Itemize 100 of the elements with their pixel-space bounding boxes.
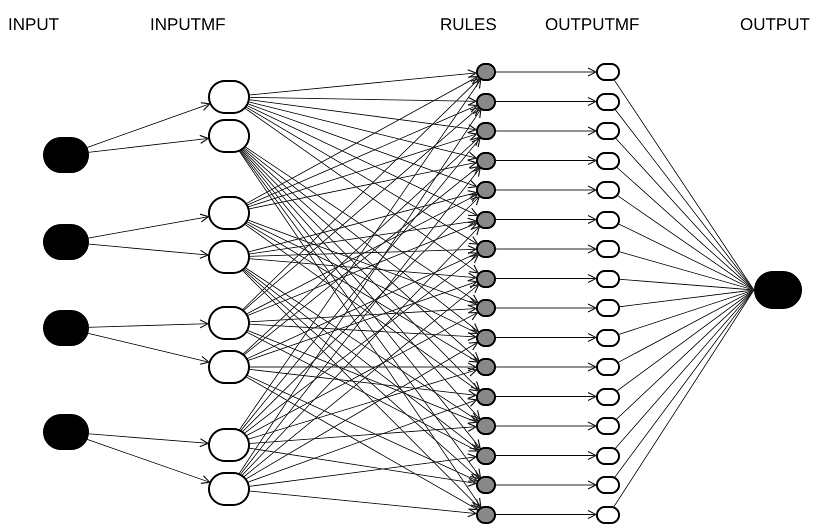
arrow — [249, 422, 477, 444]
output-membership-node — [596, 181, 620, 199]
arrow — [246, 194, 478, 314]
arrow — [248, 102, 477, 161]
arrow — [247, 330, 478, 424]
column-header: OUTPUTMF — [545, 14, 640, 36]
arrow — [246, 312, 478, 436]
column-header: INPUTMF — [150, 14, 226, 36]
arrow — [248, 132, 478, 208]
arrow — [238, 79, 482, 431]
output-membership-node — [596, 358, 620, 376]
output-membership-node — [596, 240, 620, 258]
membership-node — [208, 80, 250, 114]
arrow — [246, 374, 478, 482]
arrow — [246, 376, 478, 510]
arrow — [496, 510, 597, 520]
arrow — [496, 392, 597, 402]
arrow — [246, 106, 478, 245]
output-membership-node — [596, 122, 620, 140]
output-membership-node — [596, 299, 620, 317]
arrow — [246, 252, 478, 360]
arrow — [88, 244, 209, 259]
arrow — [496, 156, 597, 166]
arrow — [496, 450, 597, 460]
membership-node — [208, 240, 250, 274]
column-header: INPUT — [8, 14, 59, 36]
input-node — [43, 414, 89, 450]
arrow — [248, 190, 477, 252]
membership-node — [208, 350, 250, 384]
arrow — [496, 244, 597, 254]
connector-line — [618, 290, 754, 335]
connector-line — [618, 251, 754, 290]
arrow — [244, 108, 479, 274]
arrow — [250, 96, 477, 106]
membership-node — [208, 119, 250, 153]
connector-line — [617, 195, 754, 290]
arrow — [88, 214, 210, 238]
membership-node — [208, 196, 250, 230]
arrow — [246, 332, 478, 452]
arrow — [249, 490, 477, 518]
output-membership-node — [596, 63, 620, 81]
arrow — [249, 99, 477, 134]
arrow — [496, 96, 597, 106]
arrow — [245, 222, 478, 363]
column-header: RULES — [440, 14, 497, 36]
arrow — [88, 134, 209, 153]
output-membership-node — [596, 270, 620, 288]
arrow — [496, 274, 597, 284]
input-node — [43, 310, 89, 346]
connector-line — [616, 290, 754, 392]
membership-node — [208, 306, 250, 340]
output-membership-node — [596, 506, 620, 524]
output-membership-node — [596, 92, 620, 110]
arrow — [88, 332, 210, 365]
arrow — [248, 160, 477, 210]
connector-line — [618, 223, 754, 290]
arrow — [250, 362, 477, 372]
output-membership-node — [596, 152, 620, 170]
arrow — [496, 332, 597, 342]
arrow — [246, 342, 478, 480]
arrow — [88, 433, 209, 448]
connector-line — [619, 290, 754, 308]
column-header: OUTPUT — [740, 14, 810, 36]
arrow — [249, 218, 477, 254]
arrow — [249, 258, 477, 282]
arrow — [496, 303, 597, 313]
output-membership-node — [596, 476, 620, 494]
arrow — [496, 185, 597, 195]
arrow — [250, 324, 477, 342]
arrow — [242, 196, 480, 432]
output-membership-node — [596, 417, 620, 435]
output-node — [754, 271, 802, 309]
arrow — [496, 67, 597, 77]
arrow — [244, 224, 479, 392]
membership-node — [208, 472, 250, 506]
arrow — [496, 421, 597, 431]
arrow — [246, 76, 478, 204]
arrow — [496, 126, 597, 136]
output-membership-node — [596, 446, 620, 464]
arrow — [88, 319, 209, 328]
arrow — [496, 214, 597, 224]
connector-line — [620, 278, 754, 290]
membership-node — [208, 428, 250, 462]
arrow — [249, 368, 477, 400]
arrow — [496, 362, 597, 372]
output-membership-node — [596, 210, 620, 228]
arrow — [241, 226, 480, 476]
arrow — [496, 480, 597, 490]
connector-line — [616, 290, 754, 420]
input-node — [43, 224, 89, 260]
input-node — [43, 137, 89, 173]
arrow — [250, 304, 477, 322]
output-membership-node — [596, 328, 620, 346]
connector-line — [615, 138, 754, 290]
arrow — [249, 69, 477, 96]
output-membership-node — [596, 388, 620, 406]
arrow — [244, 146, 479, 304]
arrow — [250, 244, 477, 257]
arrow — [246, 221, 478, 334]
arrow — [248, 368, 478, 440]
